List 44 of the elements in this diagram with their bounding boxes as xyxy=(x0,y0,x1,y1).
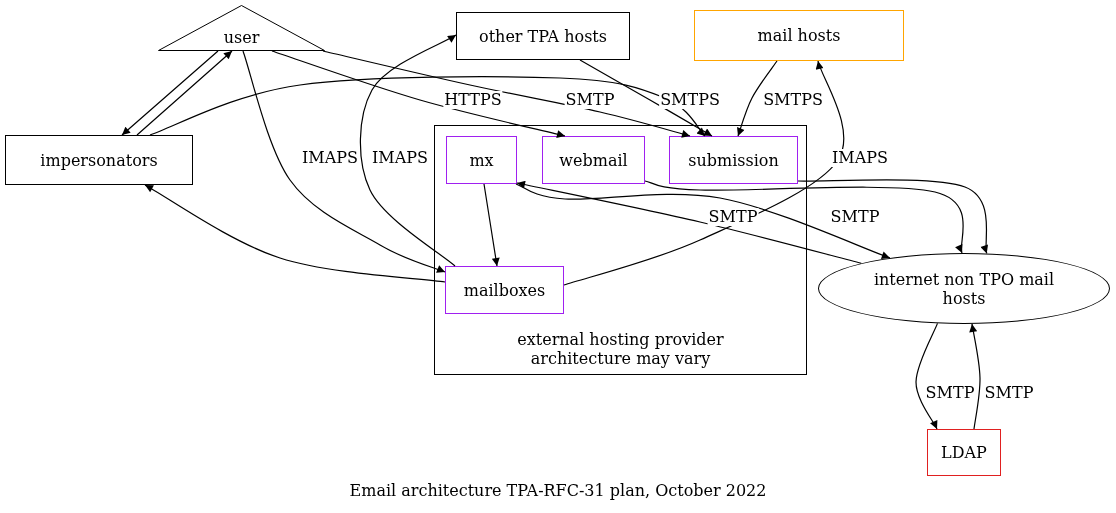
node-label: submission xyxy=(688,150,779,170)
arrow xyxy=(136,50,233,136)
node-label: mail hosts xyxy=(757,26,841,45)
node-label: LDAP xyxy=(941,443,987,462)
node-label: webmail xyxy=(559,150,628,170)
node-label: mx xyxy=(469,150,494,170)
edge-label: SMTP xyxy=(707,208,759,226)
arrow xyxy=(516,180,862,264)
edge-label: HTTPS xyxy=(443,91,503,109)
cluster-box xyxy=(434,125,807,375)
host-box xyxy=(694,10,904,61)
arrow xyxy=(579,59,713,137)
arrow xyxy=(359,34,457,267)
service-box xyxy=(446,136,517,184)
node-label: other TPA hosts xyxy=(479,26,607,46)
host-box xyxy=(5,135,193,185)
arrow xyxy=(483,183,500,267)
node-label: internet non TPO mail hosts xyxy=(872,269,1056,308)
arrow xyxy=(149,76,706,137)
edge-label: SMTPS xyxy=(659,91,721,109)
arrow xyxy=(144,184,446,283)
arrow xyxy=(736,60,778,137)
arrow xyxy=(515,183,891,259)
node-label: mailboxes xyxy=(463,280,546,300)
edge-label: SMTP xyxy=(564,91,616,109)
arrow xyxy=(563,60,845,286)
arrow xyxy=(644,180,965,254)
caption: Email architecture TPA-RFC-31 plan, October 2022 xyxy=(349,481,767,500)
arrow xyxy=(797,179,990,255)
cluster-label: external hosting provider architecture may vary xyxy=(516,330,725,368)
arrow xyxy=(969,323,981,430)
arrow xyxy=(915,322,939,430)
edge-label: IMAPS xyxy=(831,149,889,167)
service-box xyxy=(542,136,645,184)
node-label: impersonators xyxy=(40,150,158,170)
server-box xyxy=(927,429,1001,476)
node-label: user xyxy=(223,28,260,47)
service-box xyxy=(445,266,564,314)
arrow xyxy=(121,50,219,136)
arrow xyxy=(322,50,691,138)
arrow xyxy=(242,50,446,273)
host-box xyxy=(456,12,630,60)
arrow xyxy=(271,50,566,138)
service-box xyxy=(669,136,798,184)
